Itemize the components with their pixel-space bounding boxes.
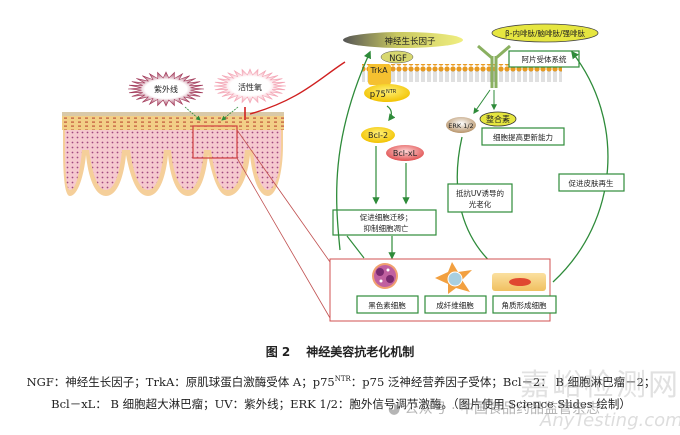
dermis-dotted-layer: [65, 130, 281, 190]
renewal-box: [481, 127, 565, 146]
anti-uv-line1: 抵抗UV诱导的: [456, 188, 504, 198]
outcome-left-line: [346, 235, 365, 259]
bclxl-ellipse: [386, 145, 424, 161]
uv-arrow: [184, 106, 201, 121]
ros-label: 活性氧: [238, 82, 262, 92]
opioid-system-box: [508, 50, 580, 68]
trka-receptor: [368, 64, 391, 85]
uv-burst-icon: [127, 71, 205, 107]
ngf-pathway: 神经生长因子 NGF TrkA p75NTR Bcl-2 Bcl-xL 促进细胞…: [332, 32, 463, 260]
receptor-to-erk-arrow: [473, 89, 491, 114]
bcl2-ellipse: [361, 127, 395, 143]
peptides-ellipse: [491, 23, 599, 43]
watermark-site-en: AnyTesting.com: [540, 410, 680, 431]
integrin-label: 整合素: [486, 114, 510, 124]
figure-caption-note: NGF：神经生长因子；TrkA：原肌球蛋白激酶受体 A；p75NTR：p75 泛…: [6, 368, 676, 415]
p75-receptor: [364, 84, 410, 102]
figure-number: 图 2: [265, 345, 291, 359]
ngf-ellipse: [380, 50, 414, 64]
melanocyte-icon: [372, 263, 398, 289]
opioid-receptor-icon: [477, 44, 511, 88]
regeneration-box: [558, 173, 625, 192]
fibroblast-label: 成纤维细胞: [436, 300, 474, 310]
wechat-icon: ◕: [388, 401, 405, 417]
fibroblast-label-box: [424, 295, 487, 314]
outcome-migration-box: [332, 209, 437, 236]
fibroblast-icon: [435, 262, 472, 294]
caption-note-line1: NGF：神经生长因子；TrkA：原肌球蛋白激酶受体 A；p75NTR：p75 泛…: [26, 374, 656, 389]
watermark-site-cn: 嘉峪检测网: [520, 368, 680, 403]
opioid-system-label: 阿片受体系统: [522, 54, 567, 64]
mechanism-diagram: 紫外线 活性氧 神经生长因子 NGF TrkA p75NTR Bcl-2 Bcl…: [62, 23, 625, 322]
melanocyte-label-box: [356, 295, 419, 314]
opioid-pathway: β-内啡肽/脑啡肽/强啡肽 阿片受体系统 ERK 1/2 整合素 细胞提高更新能…: [446, 23, 625, 283]
anti-uv-line2: 光老化: [469, 199, 492, 209]
zoom-line-top: [236, 129, 331, 263]
keratinocyte-label: 角质形成细胞: [502, 300, 547, 310]
caption-note-line2: Bcl－xL： B 细胞超大淋巴瘤；UV：紫外线；ERK 1/2：胞外信号调节激…: [51, 396, 631, 411]
figure-title: 神经美容抗老化机制: [306, 345, 415, 359]
cells-panel: 黑色素细胞 成纤维细胞 角质形成细胞: [329, 258, 557, 322]
p75-label: p75NTR: [370, 89, 397, 100]
regeneration-label: 促进皮肤再生: [569, 178, 614, 188]
figure-caption-title: 图 2 神经美容抗老化机制: [0, 343, 680, 360]
renewal-label: 细胞提高更新能力: [493, 132, 553, 142]
ros-arrow: [221, 106, 239, 121]
uv-stressor: 紫外线: [127, 71, 205, 107]
feedback-to-ngf-arrow: [336, 50, 371, 251]
inhibition-line: [249, 61, 346, 115]
cell-membrane: [362, 64, 562, 82]
bclxl-label: Bcl-xL: [393, 149, 418, 158]
skin-cross-section: [62, 112, 331, 319]
keratinocyte-label-box: [492, 295, 557, 314]
ros-burst-icon: [213, 68, 287, 104]
epidermis-layer: [62, 114, 284, 130]
melanocyte-label: 黑色素细胞: [368, 300, 406, 310]
ngf-label: NGF: [389, 54, 407, 64]
outcome-migration-line2: 抑制细胞凋亡: [364, 223, 409, 233]
outcome-migration-line1: 促进细胞迁移；: [360, 212, 413, 222]
uv-label: 紫外线: [154, 84, 178, 94]
trka-label: TrkA: [369, 66, 388, 75]
integrin-ellipse: [479, 111, 517, 127]
zoom-line-bottom: [236, 157, 331, 319]
bcl2-label: Bcl-2: [368, 131, 388, 140]
keratinocyte-icon: [492, 273, 546, 291]
ngf-factor-label: 神经生长因子: [384, 36, 436, 47]
p75-to-bcl2-arrow: [386, 105, 396, 122]
ngf-factor-ellipse: [343, 32, 463, 48]
erk-ellipse: [446, 117, 476, 133]
anti-uv-box: [447, 183, 513, 213]
peptides-label: β-内啡肽/脑啡肽/强啡肽: [505, 28, 586, 38]
regeneration-loop-arrow: [552, 50, 609, 283]
watermark-account: ◕ 公众号 · 中国食品药品监管杂志: [388, 401, 601, 417]
zoom-box: [192, 125, 238, 159]
stratum-corneum: [62, 112, 284, 116]
erk-label: ERK 1/2: [448, 122, 473, 130]
ros-stressor: 活性氧: [213, 68, 287, 104]
